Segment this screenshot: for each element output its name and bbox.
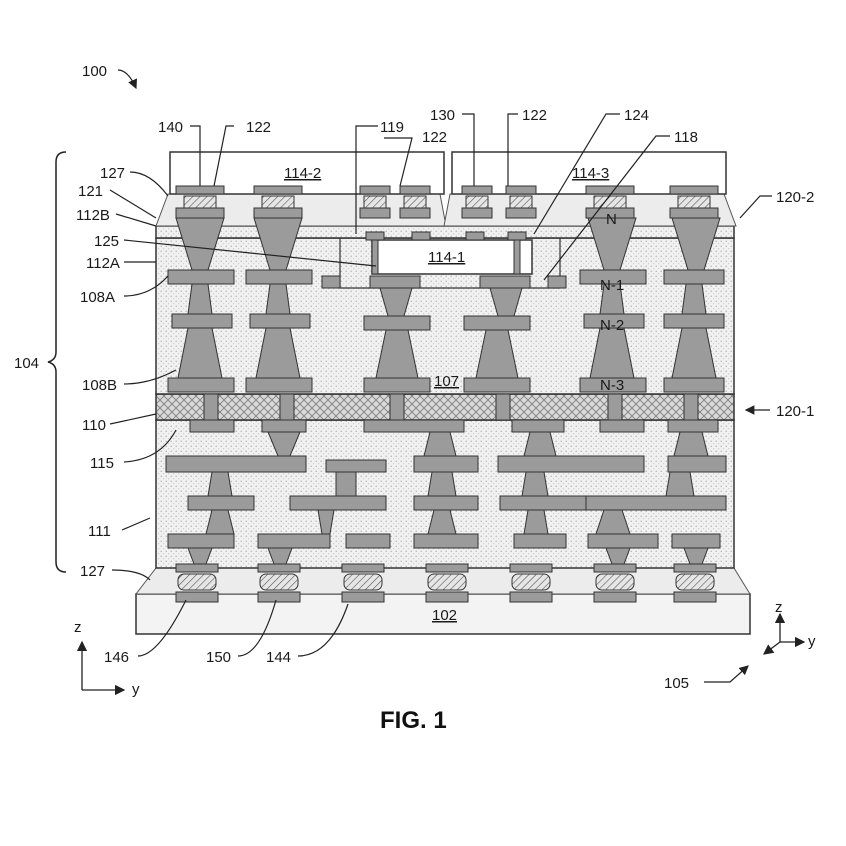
label-105: 105: [664, 675, 689, 692]
label-108B: 108B: [82, 377, 117, 394]
label-120-2: 120-2: [776, 189, 814, 206]
axes-left: [76, 640, 126, 696]
label-110: 110: [82, 417, 106, 434]
label-112B: 112B: [76, 207, 110, 224]
label-112A: 112A: [86, 255, 120, 272]
label-100: 100: [82, 63, 107, 80]
bottom-solder: [175, 563, 717, 603]
axis-right-z: z: [775, 599, 783, 616]
label-125: 125: [94, 233, 119, 250]
label-114-1: 114-1: [428, 249, 465, 266]
label-N: N: [606, 211, 617, 228]
bridge-layer-110: [155, 393, 735, 421]
label-121: 121: [78, 183, 103, 200]
label-122-b: 122: [422, 129, 447, 146]
label-144: 144: [266, 649, 291, 666]
brace-104: [47, 151, 67, 573]
axis-left-y: y: [132, 681, 140, 698]
label-130: 130: [430, 107, 455, 124]
label-124: 124: [624, 107, 649, 124]
label-115: 115: [90, 455, 114, 472]
lower-vias: [165, 419, 727, 565]
figure-title: FIG. 1: [380, 707, 447, 734]
axes-right: [762, 612, 806, 655]
axis-left-z: z: [74, 619, 82, 636]
label-114-2: 114-2: [284, 165, 321, 182]
leader-lines: [109, 69, 772, 683]
label-122-a: 122: [246, 119, 271, 136]
label-N-3: N-3: [600, 377, 624, 394]
label-N-2: N-2: [600, 317, 624, 334]
label-102: 102: [432, 607, 457, 624]
axis-right-y: y: [808, 633, 816, 650]
label-127-top: 127: [100, 165, 125, 182]
label-118: 118: [674, 129, 698, 146]
top-dielectric-112B: [155, 225, 735, 239]
cavity-outline: [339, 238, 561, 289]
top-interconnects: [175, 185, 719, 219]
upper-vias: [167, 217, 725, 393]
label-N-1: N-1: [600, 277, 624, 294]
label-150: 150: [206, 649, 231, 666]
embedded-die-pads: [365, 231, 527, 275]
label-108A: 108A: [80, 289, 115, 306]
die-114-1: [371, 239, 533, 275]
label-120-1: 120-1: [776, 403, 814, 420]
label-111: 111: [88, 523, 111, 540]
label-107: 107: [434, 373, 459, 390]
label-146: 146: [104, 649, 129, 666]
label-127-bottom: 127: [80, 563, 105, 580]
label-122-c: 122: [522, 107, 547, 124]
label-114-3: 114-3: [572, 165, 609, 182]
label-140: 140: [158, 119, 183, 136]
label-104: 104: [14, 355, 39, 372]
label-119: 119: [380, 119, 404, 136]
